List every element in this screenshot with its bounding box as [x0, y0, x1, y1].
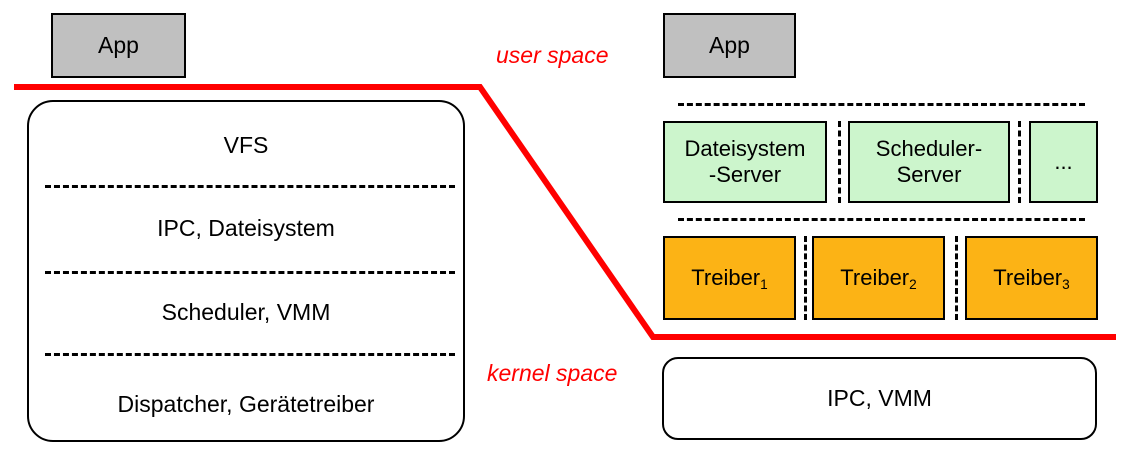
server-box-scheduler-label: Scheduler- Server — [876, 136, 982, 188]
driver-index: 2 — [909, 277, 917, 293]
driver-separator-1 — [804, 236, 807, 320]
server-label-line2: Server — [896, 162, 962, 187]
app-box-right: App — [663, 13, 796, 78]
server-label-line1: Scheduler- — [875, 136, 983, 162]
driver-index: 3 — [1062, 277, 1070, 293]
kernel-space-label: kernel space — [487, 360, 618, 386]
user-space-label: user space — [496, 42, 609, 68]
driver-name: Treiber — [993, 265, 1063, 291]
server-box-more: ... — [1029, 121, 1098, 203]
microkernel-label: IPC, VMM — [827, 385, 932, 411]
kernel-layer-vfs: VFS — [27, 128, 465, 162]
kernel-layer-ipc-fs-label: IPC, Dateisystem — [157, 214, 335, 241]
driver-separator-2 — [955, 236, 958, 320]
driver-box-1-label: Treiber1 — [691, 265, 768, 293]
app-label-right: App — [709, 31, 750, 58]
driver-box-2: Treiber2 — [812, 236, 945, 320]
kernel-layer-scheduler-vmm: Scheduler, VMM — [27, 295, 465, 329]
server-box-more-label: ... — [1054, 149, 1073, 175]
server-box-filesystem-label: Dateisystem -Server — [684, 136, 805, 188]
server-band-divider-top — [678, 103, 1085, 106]
server-label-line2: -Server — [708, 162, 782, 187]
server-band-divider-bottom — [678, 218, 1085, 221]
server-box-scheduler: Scheduler- Server — [848, 121, 1010, 203]
driver-index: 1 — [760, 277, 768, 293]
app-label-left: App — [98, 31, 139, 58]
kernel-layer-ipc-fs: IPC, Dateisystem — [27, 211, 465, 245]
app-box-left: App — [51, 13, 186, 78]
kernel-layer-dispatcher-drivers-label: Dispatcher, Gerätetreiber — [117, 390, 375, 417]
driver-box-3: Treiber3 — [965, 236, 1098, 320]
driver-name: Treiber — [840, 265, 910, 291]
kernel-divider-3 — [45, 353, 455, 356]
driver-box-3-label: Treiber3 — [993, 265, 1070, 293]
kernel-divider-2 — [45, 271, 455, 274]
kernel-layer-vfs-label: VFS — [223, 131, 269, 158]
server-box-filesystem: Dateisystem -Server — [663, 121, 827, 203]
server-separator-2 — [1018, 121, 1021, 203]
server-separator-1 — [838, 121, 841, 203]
driver-box-1: Treiber1 — [663, 236, 796, 320]
kernel-layer-dispatcher-drivers: Dispatcher, Gerätetreiber — [27, 387, 465, 421]
microkernel-box: IPC, VMM — [662, 357, 1097, 440]
kernel-divider-1 — [45, 185, 455, 188]
driver-box-2-label: Treiber2 — [840, 265, 917, 293]
driver-name: Treiber — [691, 265, 761, 291]
server-label-line1: Dateisystem — [684, 136, 806, 162]
kernel-layer-scheduler-vmm-label: Scheduler, VMM — [161, 298, 331, 325]
